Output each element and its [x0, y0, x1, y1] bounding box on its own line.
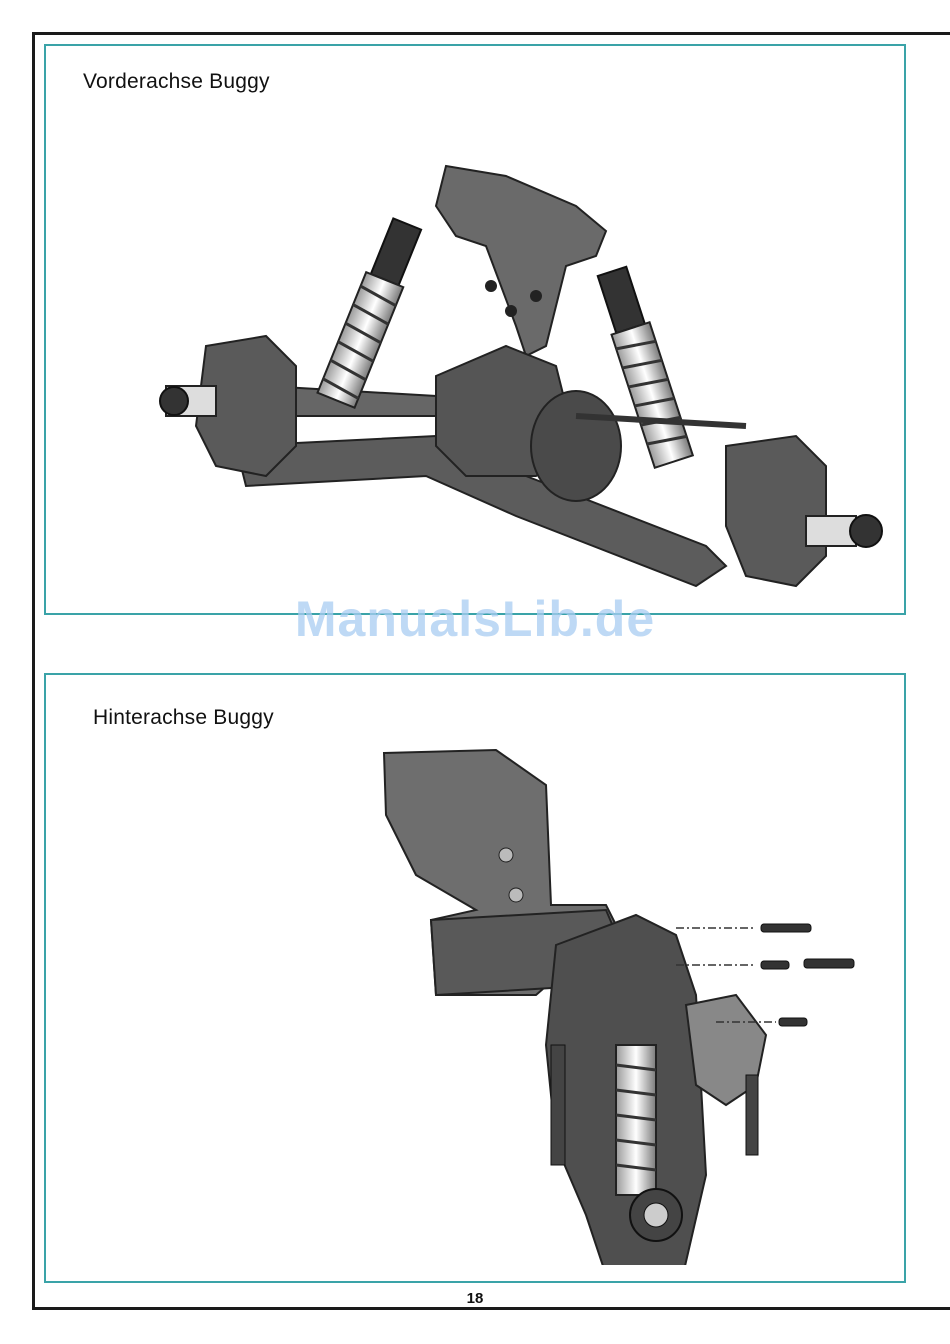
- rear-axle-title: Hinterachse Buggy: [93, 706, 274, 730]
- rear-axle-panel: Hinterachse Buggy: [44, 673, 906, 1283]
- front-axle-panel: Vorderachse Buggy: [44, 44, 906, 615]
- front-axle-title: Vorderachse Buggy: [83, 70, 270, 94]
- front-axle-illustration: [106, 146, 906, 626]
- page-number: 18: [0, 1290, 950, 1307]
- watermark: ManualsLib.de: [0, 590, 950, 648]
- rear-axle-illustration: [376, 745, 876, 1265]
